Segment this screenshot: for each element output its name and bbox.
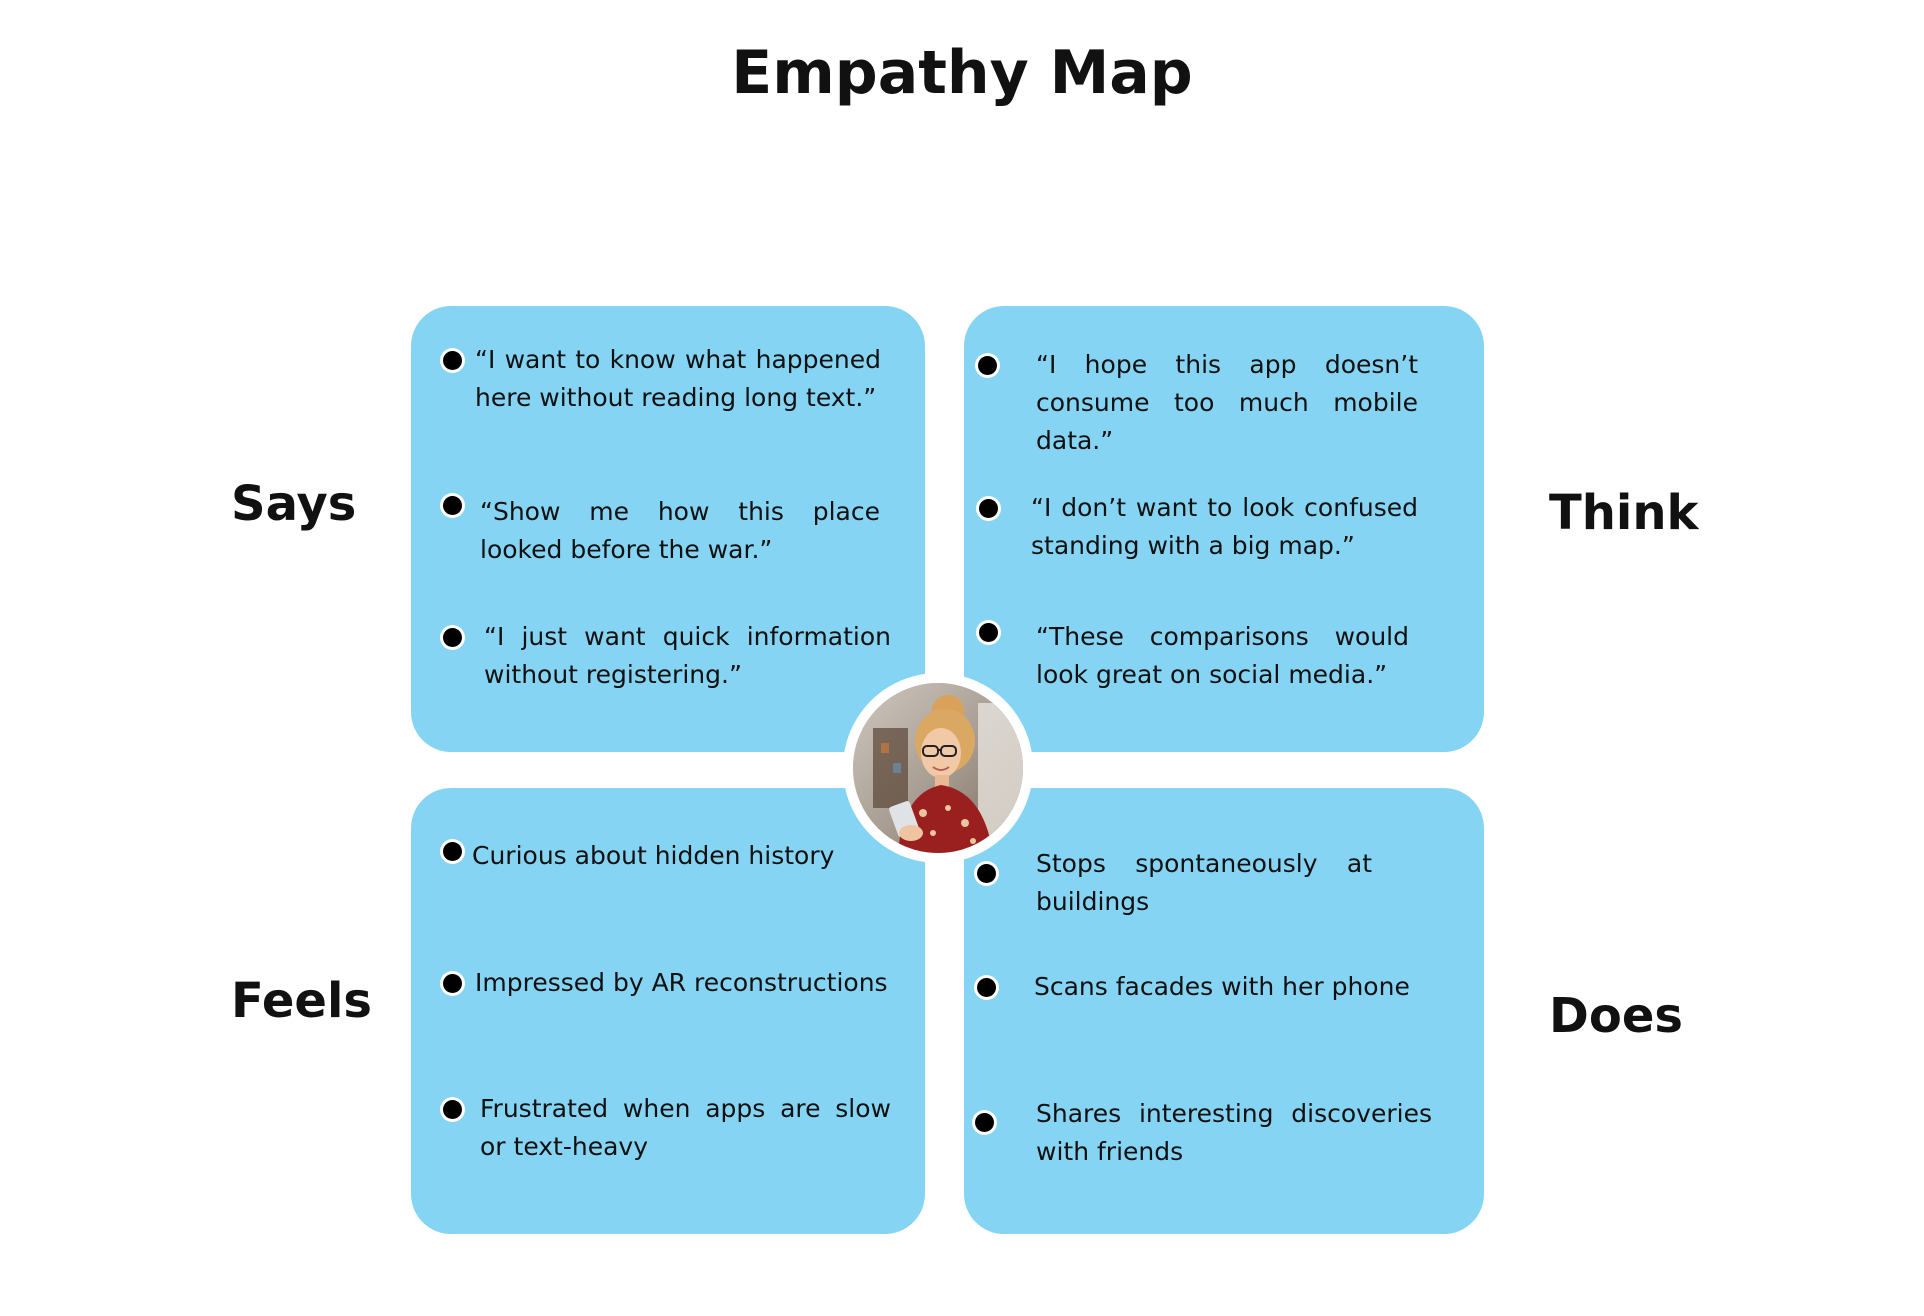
feels-item-3: Frustrated when apps are slow or text-he… bbox=[480, 1090, 891, 1166]
think-item-text: “These comparisons would look great on s… bbox=[1036, 622, 1409, 689]
bullet-icon bbox=[977, 864, 996, 883]
think-item-1: “I hope this app doesn’t consume too muc… bbox=[1036, 346, 1418, 460]
does-item-text: Shares interesting discoveries with frie… bbox=[1036, 1099, 1432, 1166]
bullet-icon bbox=[443, 842, 462, 861]
think-item-text: “I don’t want to look confused standing … bbox=[1031, 493, 1418, 560]
label-think: Think bbox=[1549, 485, 1699, 541]
label-says: Says bbox=[231, 476, 357, 532]
does-item-1: Stops spontaneously at buildings bbox=[1036, 845, 1372, 921]
user-avatar-photo-icon bbox=[853, 683, 1023, 853]
quadrant-feels bbox=[411, 788, 925, 1234]
says-item-1: “I want to know what happened here witho… bbox=[475, 341, 881, 417]
bullet-icon bbox=[979, 623, 998, 642]
quadrant-says bbox=[411, 306, 925, 752]
bullet-icon bbox=[978, 356, 997, 375]
bullet-icon bbox=[443, 628, 462, 647]
does-item-3: Shares interesting discoveries with frie… bbox=[1036, 1095, 1432, 1171]
says-item-text: “I want to know what happened here witho… bbox=[475, 345, 881, 412]
bullet-icon bbox=[975, 1113, 994, 1132]
think-item-2: “I don’t want to look confused standing … bbox=[1031, 489, 1418, 565]
does-item-text: Stops spontaneously at buildings bbox=[1036, 849, 1372, 916]
bullet-icon bbox=[977, 978, 996, 997]
label-feels: Feels bbox=[231, 973, 372, 1029]
feels-item-text: Curious about hidden history bbox=[472, 841, 835, 870]
bullet-icon bbox=[443, 1100, 462, 1119]
feels-item-text: Impressed by AR reconstructions bbox=[475, 968, 888, 997]
bullet-icon bbox=[443, 496, 462, 515]
says-item-text: “Show me how this place looked before th… bbox=[480, 497, 880, 564]
bullet-icon bbox=[979, 499, 998, 518]
avatar-ring bbox=[843, 673, 1033, 863]
feels-item-2: Impressed by AR reconstructions bbox=[475, 964, 905, 1002]
think-item-text: “I hope this app doesn’t consume too muc… bbox=[1036, 350, 1418, 455]
does-item-2: Scans facades with her phone bbox=[1034, 968, 1454, 1006]
says-item-text: “I just want quick information without r… bbox=[484, 622, 891, 689]
quadrant-think bbox=[964, 306, 1484, 752]
quadrant-does bbox=[964, 788, 1484, 1234]
does-item-text: Scans facades with her phone bbox=[1034, 972, 1410, 1001]
bullet-icon bbox=[443, 974, 462, 993]
think-item-3: “These comparisons would look great on s… bbox=[1036, 618, 1409, 694]
persona-illustration bbox=[853, 683, 1023, 853]
says-item-3: “I just want quick information without r… bbox=[484, 618, 891, 694]
page-title: Empathy Map bbox=[731, 38, 1193, 108]
feels-item-text: Frustrated when apps are slow or text-he… bbox=[480, 1094, 891, 1161]
says-item-2: “Show me how this place looked before th… bbox=[480, 493, 880, 569]
label-does: Does bbox=[1549, 988, 1683, 1044]
feels-item-1: Curious about hidden history bbox=[472, 837, 892, 875]
bullet-icon bbox=[443, 351, 462, 370]
